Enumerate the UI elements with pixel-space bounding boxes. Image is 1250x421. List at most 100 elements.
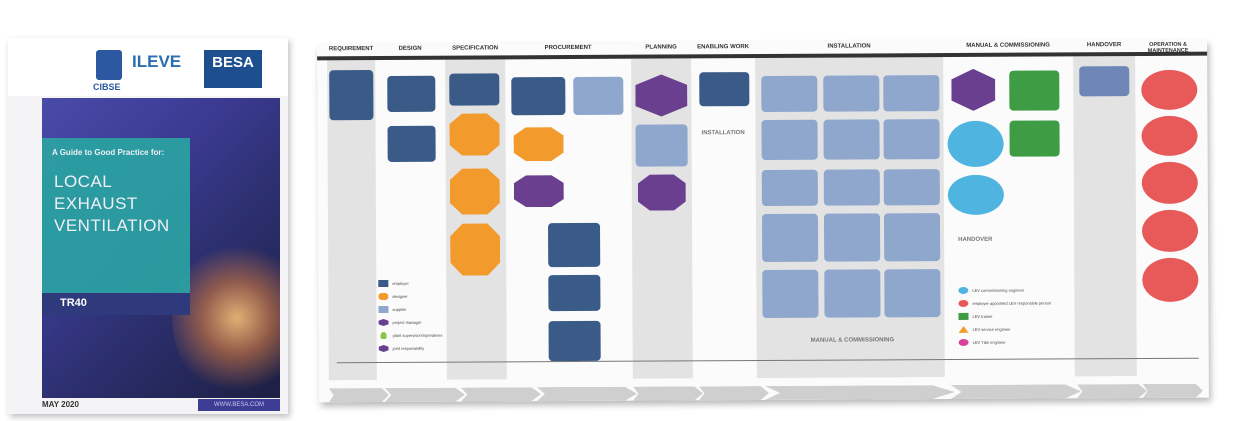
node-design-1	[387, 75, 436, 112]
cover-subtitle: A Guide to Good Practice for:	[52, 148, 165, 157]
node-inst-9	[883, 169, 940, 206]
node-inst-12	[883, 213, 941, 262]
node-inst-2	[823, 75, 880, 112]
legend-supplier: supplier	[392, 306, 407, 312]
legend-plant-supervisors: plant supervisors/operatives	[392, 332, 443, 338]
legend-swatch-trainer	[958, 312, 969, 320]
node-man-4	[1009, 120, 1060, 157]
header-planning: PLANNING	[645, 44, 677, 51]
booklet-cover: CIBSE ILEVE BESA A Guide to Good Practic…	[8, 38, 288, 414]
besa-logo: BESA	[204, 50, 262, 88]
node-plan-3	[638, 174, 686, 210]
cover-code: TR40	[60, 297, 87, 309]
chevron-7	[765, 385, 955, 400]
node-inst-1	[761, 75, 818, 113]
chevron-3	[461, 387, 541, 401]
legend-trainer: LEV trainer	[972, 313, 993, 319]
node-spec-2	[449, 113, 499, 155]
cover-code-bar: TR40	[42, 293, 190, 315]
cover-date: MAY 2020	[42, 400, 79, 409]
node-inst-6	[883, 119, 940, 160]
cover-title-line1: LOCAL	[54, 172, 113, 191]
header-handover: HANDOVER	[1086, 42, 1122, 49]
header-operation: OPERATION & MAINTENANCE	[1147, 41, 1189, 54]
legend-joint: joint responsibility	[392, 345, 425, 351]
node-plan-2	[635, 124, 688, 167]
legend-swatch-employer	[378, 279, 389, 288]
chevron-2	[385, 388, 465, 402]
process-poster: REQUIREMENT DESIGN SPECIFICATION PROCURE…	[317, 39, 1209, 403]
header-manual: MANUAL & COMMISSIONING	[966, 42, 1050, 49]
header-design: DESIGN	[398, 45, 422, 52]
cover-title-panel: A Guide to Good Practice for: LOCAL EXHA…	[42, 138, 190, 293]
node-op-1	[1141, 69, 1198, 111]
node-man-3	[947, 120, 1004, 168]
node-proc-5	[548, 222, 601, 268]
node-proc-6	[548, 274, 601, 312]
node-proc-4	[514, 175, 564, 207]
node-man-5	[947, 174, 1004, 216]
legend-swatch-commissioning	[958, 286, 969, 294]
node-op-4	[1141, 209, 1199, 253]
legend-swatch-te	[958, 338, 969, 346]
node-inst-7	[761, 169, 818, 207]
legend-swatch-designer	[378, 293, 388, 300]
legend-project-manager: project manager	[392, 319, 422, 325]
node-requirement	[329, 70, 374, 121]
node-spec-4	[450, 223, 500, 275]
legend-service: LEV service engineer	[972, 326, 1011, 332]
node-hand-1	[1079, 66, 1130, 97]
node-op-3	[1141, 161, 1198, 205]
chevron-1	[329, 388, 389, 402]
node-inst-14	[824, 269, 881, 318]
node-proc-2	[573, 76, 624, 115]
cibse-logo-text: CIBSE	[93, 82, 121, 92]
node-inst-10	[761, 213, 819, 263]
chevron-10	[1143, 384, 1203, 398]
label-handover: HANDOVER	[958, 236, 993, 243]
col-specification	[445, 59, 507, 380]
cover-title-line2: EXHAUST	[54, 194, 138, 213]
chevron-6	[699, 386, 769, 400]
welding-glow	[172, 238, 280, 398]
legend-commissioning: LEV commissioning engineer	[972, 287, 1025, 293]
node-inst-8	[823, 169, 880, 206]
node-op-5	[1142, 257, 1199, 303]
legend-swatch-supplier	[378, 305, 389, 314]
label-installation-small: INSTALLATION	[701, 130, 745, 137]
chevron-5	[633, 386, 703, 400]
legend-swatch-operative	[380, 331, 387, 340]
node-inst-13	[762, 269, 819, 319]
cover-url: WWW.BESA.COM	[198, 399, 280, 411]
chevron-4	[537, 387, 637, 402]
node-inst-11	[823, 213, 881, 262]
node-man-2	[1009, 70, 1060, 111]
chevron-8	[951, 384, 1081, 399]
header-installation: INSTALLATION	[827, 43, 871, 50]
legend-swatch-responsible	[958, 299, 969, 307]
col-handover	[1073, 56, 1137, 377]
node-spec-3	[450, 168, 500, 214]
ileve-logo: ILEVE	[132, 52, 182, 71]
cibse-crest-icon	[96, 50, 122, 80]
node-enabling	[699, 72, 750, 107]
header-specification: SPECIFICATION	[452, 45, 499, 52]
header-procurement: PROCUREMENT	[544, 44, 592, 52]
legend-te: LEV T&E engineer	[972, 339, 1006, 345]
node-design-2	[387, 125, 436, 162]
node-spec-1	[449, 73, 500, 106]
node-inst-5	[823, 119, 880, 160]
header-enabling: ENABLING WORK	[697, 44, 750, 51]
node-inst-15	[884, 269, 941, 318]
node-inst-4	[761, 119, 818, 161]
header-requirement: REQUIREMENT	[328, 46, 374, 53]
node-inst-3	[883, 75, 940, 112]
legend-responsible: employer appointed LEV responsible perso…	[972, 300, 1052, 306]
cover-title-line3: VENTILATION	[54, 216, 170, 235]
cover-logo-strip: CIBSE ILEVE BESA	[8, 38, 288, 96]
chevron-9	[1077, 384, 1147, 398]
label-manual-commissioning: MANUAL & COMMISSIONING	[810, 337, 895, 344]
node-op-2	[1141, 115, 1198, 157]
legend-employer: employer	[392, 280, 409, 286]
node-proc-7	[548, 320, 601, 362]
